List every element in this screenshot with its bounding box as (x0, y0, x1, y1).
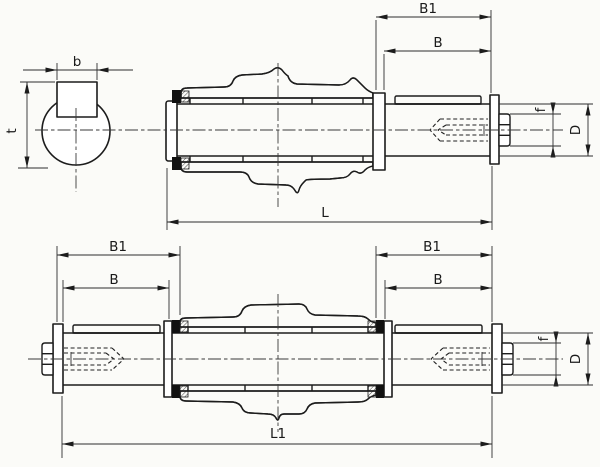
dim-label-b1-bottom-left: B1 (109, 239, 127, 255)
dim-d-bottom: D (502, 332, 593, 386)
dim-l-top: L (166, 166, 493, 230)
parallel-key-top (394, 95, 482, 105)
dim-label-d-top: D (568, 125, 584, 135)
housing-bore-rails (189, 98, 364, 162)
end-flange-right (491, 323, 503, 394)
end-flange (489, 94, 500, 165)
dim-b-top: B (383, 35, 491, 90)
dim-b1-top: B1 (375, 1, 492, 93)
dim-label-f-top: f (533, 106, 549, 112)
dim-label-b-top: B (433, 35, 442, 51)
parallel-key-right (394, 324, 483, 334)
dim-label-b-bottom-left: B (109, 272, 118, 288)
bearing-seals (172, 320, 384, 398)
top-shaft-assembly (165, 67, 511, 194)
dim-label-b-bottom-right: B (433, 272, 442, 288)
shaft-collar (372, 92, 386, 171)
dim-label-d-bottom: D (568, 354, 584, 364)
dimensions-top: B1 B f D L (166, 1, 593, 230)
dim-b1-bottom-right: B1 (375, 239, 493, 322)
dim-b-bottom-left: B (62, 272, 170, 322)
center-hole-hidden-right (430, 347, 490, 371)
housing-section-top (180, 67, 374, 194)
dimensions-bottom: B1 B B1 B f (56, 239, 593, 458)
dim-label-f-bottom: f (536, 335, 552, 341)
bearing-seals (172, 90, 190, 170)
dim-label-b1-bottom-right: B1 (423, 239, 441, 255)
dim-label-t: t (4, 128, 20, 133)
centerlines (28, 63, 563, 432)
dim-l1: L1 (61, 396, 493, 458)
shaft-end-cap (165, 100, 178, 162)
parallel-key-left (72, 324, 161, 334)
key-cross-section (57, 82, 97, 117)
dim-label-b: b (73, 54, 82, 70)
section-view: b t (4, 54, 133, 192)
dim-b1-bottom-left: B1 (56, 239, 181, 322)
dim-label-l: L (321, 205, 329, 221)
dim-f-bottom: f (513, 331, 561, 387)
dim-key-depth: t (4, 81, 55, 169)
dim-label-b1-top: B1 (419, 1, 437, 17)
dim-b-bottom-right: B (384, 272, 492, 319)
dim-label-l1: L1 (270, 426, 286, 442)
bottom-shaft-assembly (41, 303, 514, 421)
dim-f-top: f (510, 102, 561, 158)
dim-d-top: D (499, 103, 593, 157)
dim-key-width: b (23, 54, 133, 80)
end-flange-left (52, 323, 64, 394)
